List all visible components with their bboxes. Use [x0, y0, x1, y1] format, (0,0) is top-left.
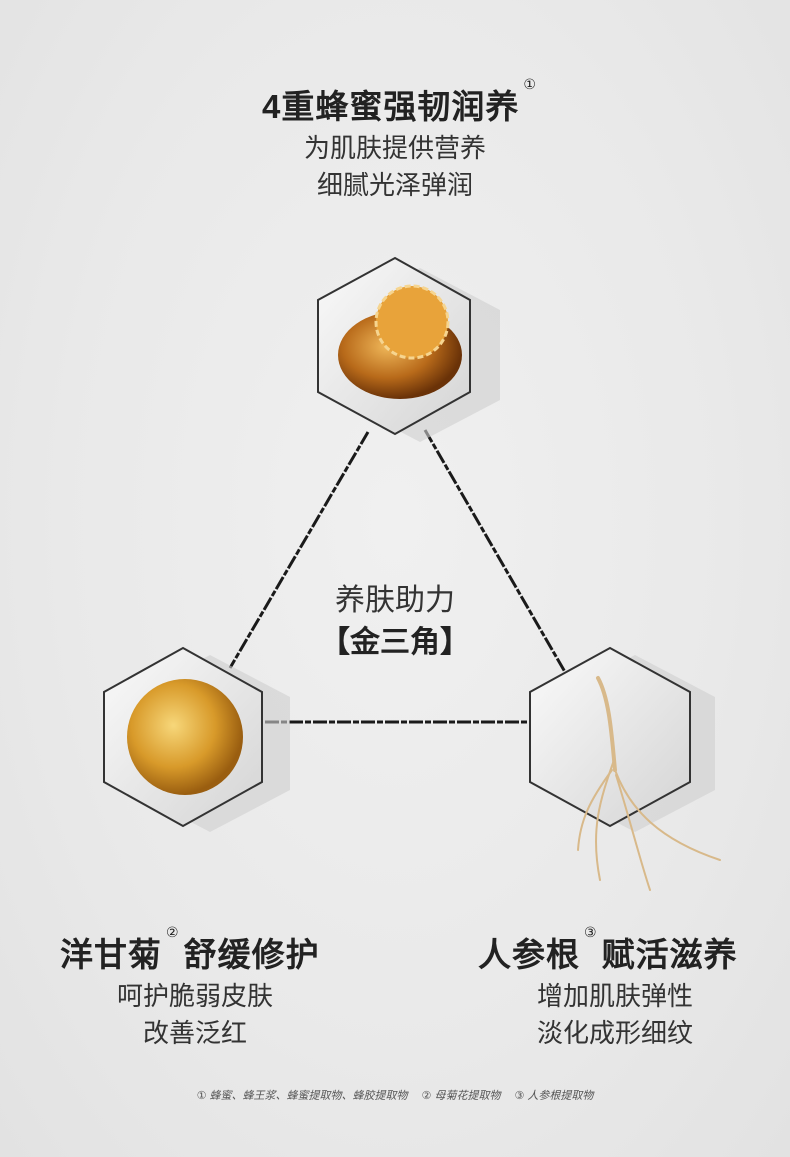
center-label: 养肤助力: [335, 584, 455, 617]
right-title: 人参根③赋活滋养: [478, 924, 738, 973]
left-description: 呵护脆弱皮肤改善泛红: [116, 981, 273, 1048]
ginseng-hexagon: [529, 646, 721, 891]
right-description: 增加肌肤弹性淡化成形细纹: [536, 981, 693, 1048]
honey-hexagon: [317, 256, 500, 442]
center-title: 【金三角】: [320, 626, 470, 659]
ginseng-root-icon: [577, 676, 721, 891]
top-description: 为肌肤提供营养细腻光泽弹润: [303, 133, 486, 200]
triangle-lines: [228, 429, 567, 724]
chamomile-hexagon: [103, 646, 290, 832]
left-title: 洋甘菊②舒缓修护: [60, 924, 320, 973]
top-title: 4重蜂蜜强韧润养①: [262, 76, 537, 125]
footnote: ① 蜂蜜、蜂王浆、蜂蜜提取物、蜂胶提取物 ② 母菊花提取物 ③ 人参根提取物: [196, 1090, 594, 1102]
